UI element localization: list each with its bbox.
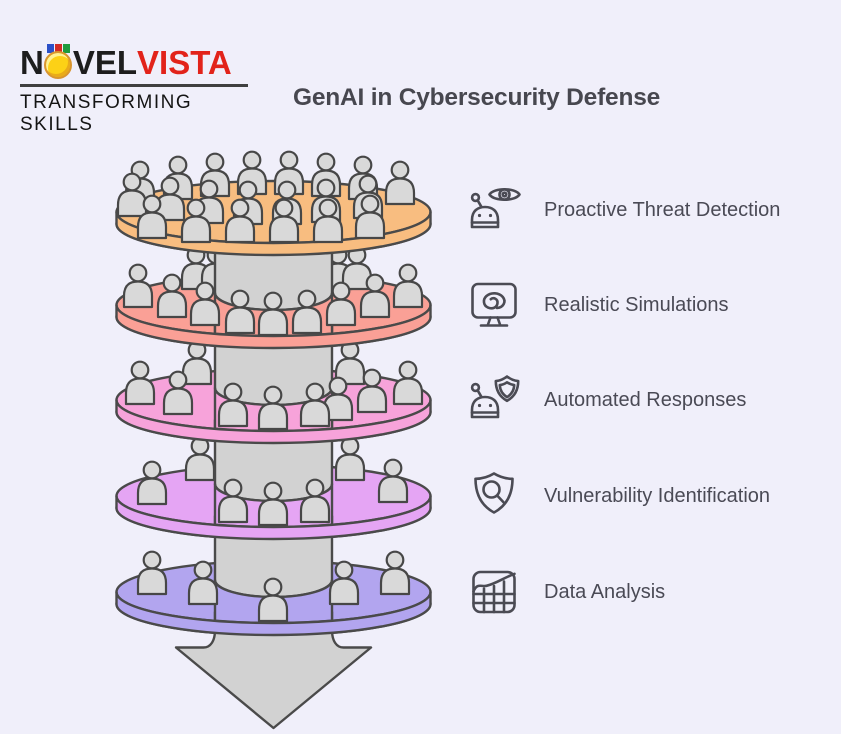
medal-ribbon-icon [46,44,70,53]
feature-label: Automated Responses [544,388,747,411]
feature-label: Data Analysis [544,580,666,603]
disc-5-front [115,550,432,637]
disc-stack [115,150,432,730]
person-figure [184,436,216,482]
data-grid-icon [466,564,522,620]
person-figure [124,360,156,406]
feature-item-proactive-threat-detection: Proactive Threat Detection [466,182,780,238]
feature-item-automated-responses: Automated Responses [466,372,746,428]
logo-tagline: TRANSFORMING SKILLS [20,91,193,135]
novelvista-logo: N VEL VISTA TRANSFORMING SKILLS [20,44,260,136]
feature-item-realistic-simulations: Realistic Simulations [466,277,729,333]
disc-2-front [115,263,432,350]
person-figure [122,263,154,309]
disc-4-front [115,458,432,541]
robot-eye-icon [466,182,522,238]
logo-divider [20,84,248,87]
disc-1-front [115,194,432,257]
brand-wordmark: N VEL VISTA [20,44,260,79]
person-figure [136,460,168,506]
feature-item-vulnerability-identification: Vulnerability Identification [466,468,770,524]
person-figure [384,160,416,206]
brand-prefix: N [20,44,44,81]
feature-label: Proactive Threat Detection [544,198,781,221]
funnel-diagram [115,150,432,730]
down-arrow [174,610,373,730]
medal-icon [44,44,73,79]
person-figure [136,550,168,596]
feature-item-data-analysis: Data Analysis [466,564,665,620]
brand-mid: VEL [72,44,138,81]
monitor-simulation-icon [466,277,522,333]
person-figure [334,436,366,482]
robot-shield-icon [466,372,522,428]
medal-coin-icon [44,51,73,79]
person-figure [392,360,424,406]
feature-label: Realistic Simulations [544,293,729,316]
person-figure [379,550,411,596]
feature-label: Vulnerability Identification [544,484,771,507]
person-figure [377,458,409,504]
disc-3-front [115,360,432,445]
brand-suffix: VISTA [137,44,232,81]
person-figure [181,340,213,386]
page-title: GenAI in Cybersecurity Defense [293,84,661,111]
person-figure [392,263,424,309]
shield-search-icon [466,468,522,524]
